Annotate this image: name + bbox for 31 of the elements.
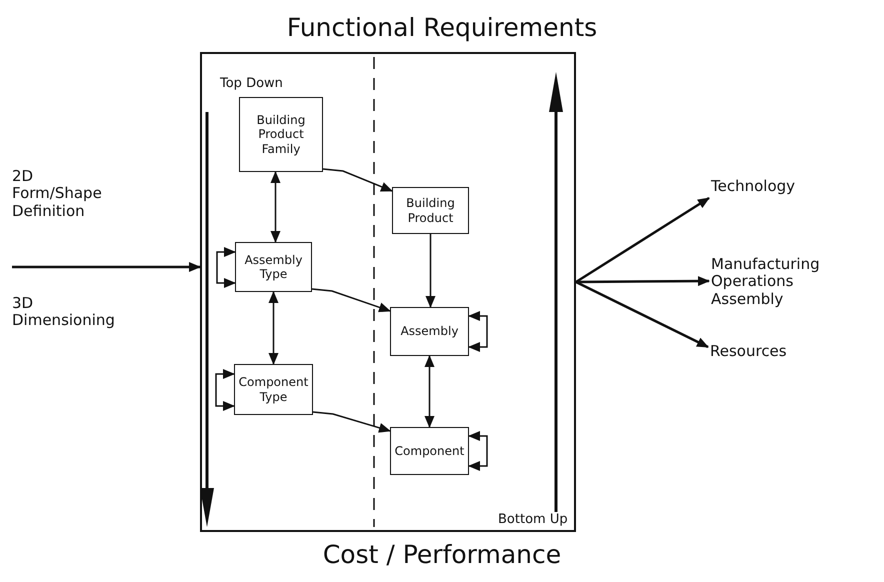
direction-label: Bottom Up bbox=[498, 512, 568, 527]
arrow bbox=[468, 431, 488, 471]
heading: Functional Requirements bbox=[286, 14, 598, 43]
arrow bbox=[312, 288, 391, 312]
arrow bbox=[576, 276, 710, 286]
arrow bbox=[468, 311, 488, 352]
arrow bbox=[12, 262, 201, 272]
footer-label: Cost / Performance bbox=[322, 541, 562, 570]
arrow bbox=[270, 171, 280, 243]
arrow bbox=[424, 355, 434, 428]
arrow bbox=[575, 196, 710, 284]
arrow bbox=[575, 280, 709, 348]
arrow bbox=[312, 411, 391, 433]
output-label: Manufacturing Operations Assembly bbox=[711, 256, 841, 316]
process-box: Component Type bbox=[234, 364, 313, 415]
process-box: Assembly bbox=[390, 307, 469, 356]
input-label: 2D Form/Shape Definition bbox=[12, 167, 102, 220]
process-box: Building Product Family bbox=[239, 97, 323, 172]
arrow bbox=[216, 247, 236, 288]
output-label: Technology bbox=[711, 178, 821, 200]
input-label: 3D Dimensioning bbox=[12, 294, 115, 330]
arrow bbox=[322, 168, 393, 192]
output-label: Resources bbox=[710, 343, 810, 365]
frame-box bbox=[200, 52, 576, 532]
process-box: Building Product bbox=[392, 187, 469, 234]
arrow bbox=[426, 234, 436, 308]
arrow bbox=[215, 369, 235, 411]
direction-label: Top Down bbox=[220, 76, 283, 91]
process-box: Component bbox=[390, 427, 469, 475]
process-box: Assembly Type bbox=[235, 242, 312, 292]
arrow bbox=[268, 291, 278, 365]
